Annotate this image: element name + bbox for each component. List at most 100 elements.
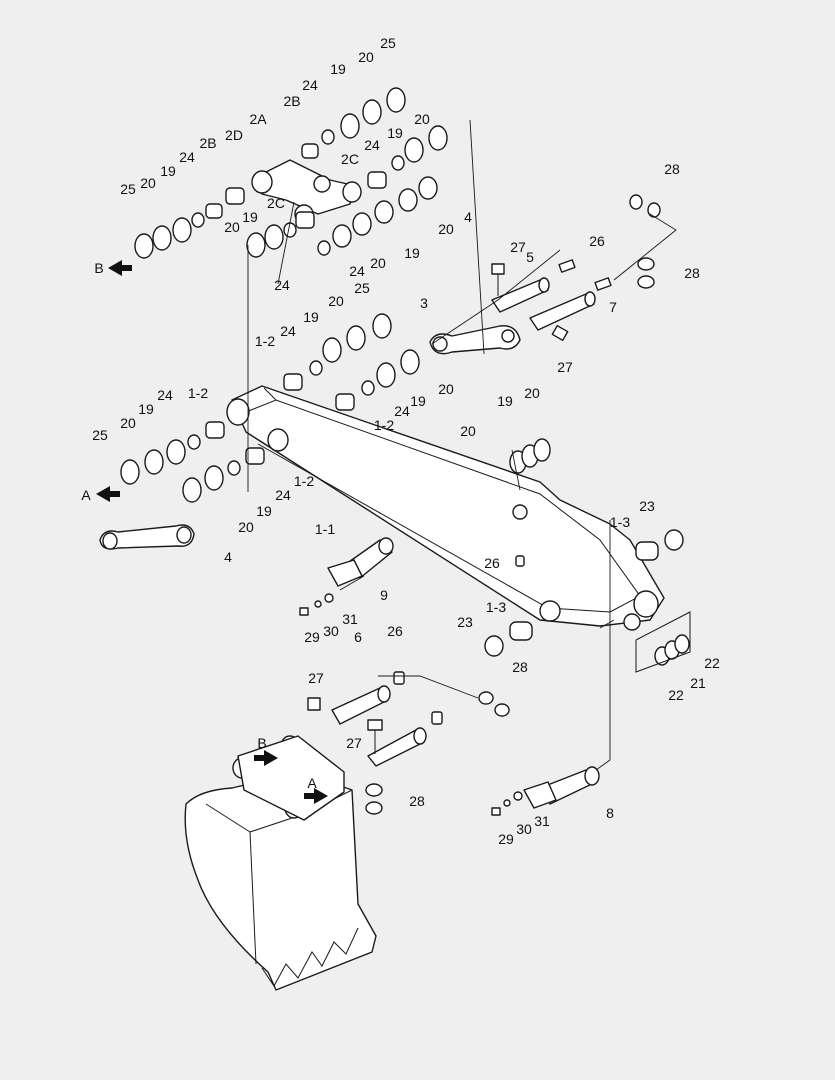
part-label: 24 (364, 137, 380, 153)
part-label: 20 (438, 381, 454, 397)
part-label: 20 (358, 49, 374, 65)
part-label: 24 (349, 263, 365, 279)
part-label: 31 (534, 813, 550, 829)
leader-lines (247, 119, 677, 771)
part-label: 2C (267, 195, 285, 211)
washers-upper-left (134, 187, 245, 259)
part-label: A (307, 775, 317, 791)
part-label: 25 (380, 35, 396, 51)
boom-arm (226, 385, 665, 631)
part-label: B (257, 735, 266, 751)
grease-fitting-26 (393, 555, 525, 725)
part-label: 20 (140, 175, 156, 191)
part-label: 23 (457, 614, 473, 630)
part-label: 19 (242, 209, 258, 225)
part-label: 19 (138, 401, 154, 417)
pin-7 (529, 277, 612, 331)
part-label: 24 (157, 387, 173, 403)
part-label: 5 (526, 249, 534, 265)
pin-8 (523, 766, 600, 809)
part-label: 29 (304, 629, 320, 645)
part-label: 1-1 (315, 521, 335, 537)
part-label: 19 (410, 393, 426, 409)
arrow-b-left-icon (108, 260, 132, 276)
part-label: 27 (510, 239, 526, 255)
part-label: 27 (308, 670, 324, 686)
link-3 (429, 325, 521, 355)
washers-boom-mid (509, 438, 551, 474)
part-label: 1-2 (255, 333, 275, 349)
part-label: 20 (238, 519, 254, 535)
part-label: 20 (414, 111, 430, 127)
part-labels: 252019242B2A2D2B241920252019242C2C192042… (81, 35, 720, 847)
part-label: B (94, 260, 103, 276)
shims-21-22 (635, 611, 691, 673)
part-label: 28 (684, 265, 700, 281)
part-label: 24 (280, 323, 296, 339)
part-label: 19 (160, 163, 176, 179)
part-label: 28 (512, 659, 528, 675)
pin-5 (491, 259, 576, 313)
pin-9 (327, 537, 394, 587)
bucket (184, 735, 377, 991)
part-label: 19 (387, 125, 403, 141)
part-label: 23 (639, 498, 655, 514)
part-label: 7 (609, 299, 617, 315)
part-label: 24 (179, 149, 195, 165)
part-label: 22 (668, 687, 684, 703)
part-label: 2A (249, 111, 267, 127)
part-label: 25 (120, 181, 136, 197)
pin-6 (331, 685, 427, 767)
part-label: 2B (283, 93, 300, 109)
part-label: 29 (498, 831, 514, 847)
part-label: 28 (409, 793, 425, 809)
washers-boom-left (120, 421, 265, 503)
part-label: 2D (225, 127, 243, 143)
part-label: 24 (275, 487, 291, 503)
part-label: 20 (460, 423, 476, 439)
part-label: 20 (224, 219, 240, 235)
part-label: 2C (341, 151, 359, 167)
part-label: 8 (606, 805, 614, 821)
part-label: 19 (303, 309, 319, 325)
part-label: 20 (438, 221, 454, 237)
part-label: 30 (323, 623, 339, 639)
bolt-27 (307, 263, 569, 754)
part-label: 24 (302, 77, 318, 93)
part-label: 26 (484, 555, 500, 571)
part-label: 19 (330, 61, 346, 77)
part-label: 24 (394, 403, 410, 419)
bolt-29-set (299, 593, 523, 816)
part-label: 4 (464, 209, 472, 225)
part-label: 26 (387, 623, 403, 639)
part-label: 25 (92, 427, 108, 443)
part-label: 24 (274, 277, 290, 293)
part-label: 25 (354, 280, 370, 296)
part-label: 2B (199, 135, 216, 151)
part-label: 26 (589, 233, 605, 249)
part-label: 22 (704, 655, 720, 671)
part-label: 20 (524, 385, 540, 401)
part-label: 9 (380, 587, 388, 603)
part-label: 27 (346, 735, 362, 751)
part-label: 20 (328, 293, 344, 309)
part-label: 28 (664, 161, 680, 177)
washers-middle (246, 176, 438, 258)
part-label: 21 (690, 675, 706, 691)
part-label: 1-2 (374, 417, 394, 433)
part-label: 1-2 (294, 473, 314, 489)
part-label: 20 (120, 415, 136, 431)
part-label: 20 (370, 255, 386, 271)
part-label: 3 (420, 295, 428, 311)
part-label: A (81, 487, 91, 503)
bushings-1-3 (484, 529, 684, 657)
arrow-a-left-icon (96, 486, 120, 502)
part-label: 1-3 (610, 514, 630, 530)
arrow-b-bucket-icon (254, 750, 278, 766)
washers-boom-top (283, 313, 420, 411)
part-label: 31 (342, 611, 358, 627)
direction-arrows (96, 260, 328, 804)
part-label: 19 (256, 503, 272, 519)
part-label: 19 (404, 245, 420, 261)
